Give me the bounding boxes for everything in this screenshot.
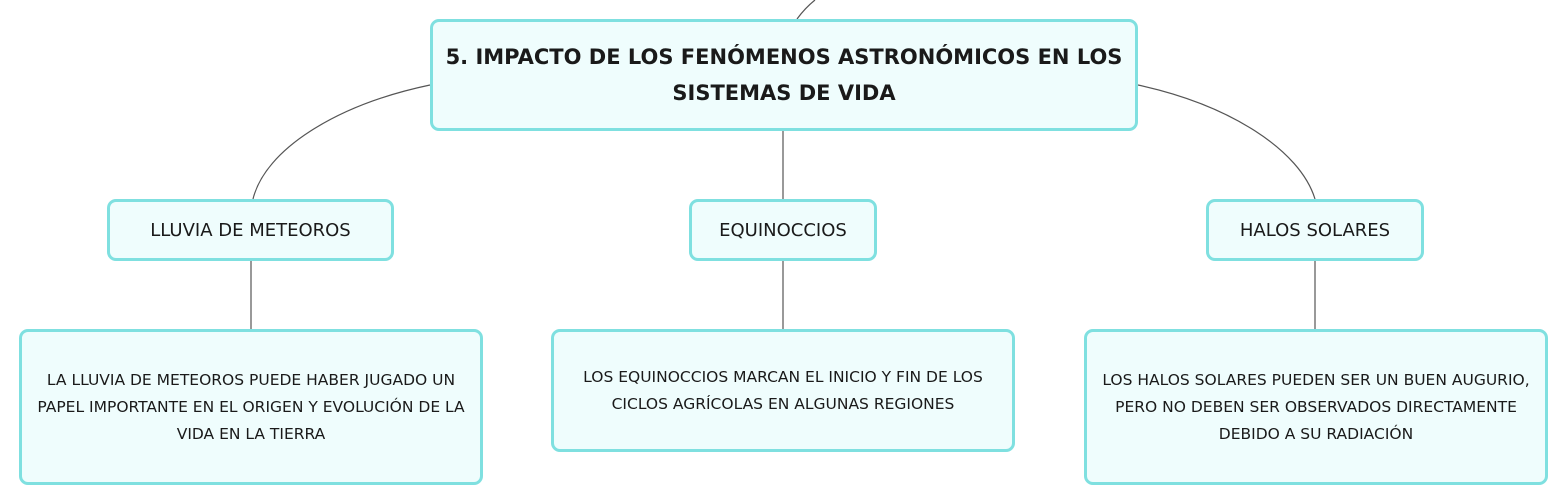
connector-root-to-halos: [1137, 84, 1316, 200]
detail-node-equinoccios[interactable]: LOS EQUINOCCIOS MARCAN EL INICIO Y FIN D…: [551, 329, 1015, 452]
detail-node-lluvia-de-meteoros[interactable]: LA LLUVIA DE METEOROS PUEDE HABER JUGADO…: [19, 329, 483, 485]
topic-node-equinoccios[interactable]: EQUINOCCIOS: [689, 199, 877, 261]
detail-text: LA LLUVIA DE METEOROS PUEDE HABER JUGADO…: [37, 370, 465, 443]
detail-text: LOS EQUINOCCIOS MARCAN EL INICIO Y FIN D…: [583, 367, 983, 413]
root-topic-node[interactable]: 5. IMPACTO DE LOS FENÓMENOS ASTRONÓMICOS…: [430, 19, 1138, 131]
topic-node-lluvia-de-meteoros[interactable]: LLUVIA DE METEOROS: [107, 199, 394, 261]
root-topic-title: 5. IMPACTO DE LOS FENÓMENOS ASTRONÓMICOS…: [445, 45, 1123, 105]
topic-label: EQUINOCCIOS: [719, 219, 847, 241]
detail-text: LOS HALOS SOLARES PUEDEN SER UN BUEN AUG…: [1102, 370, 1530, 443]
detail-node-halos-solares[interactable]: LOS HALOS SOLARES PUEDEN SER UN BUEN AUG…: [1084, 329, 1548, 485]
topic-node-halos-solares[interactable]: HALOS SOLARES: [1206, 199, 1424, 261]
connector-parent-to-root: [796, 0, 816, 20]
topic-label: LLUVIA DE METEOROS: [150, 219, 351, 241]
topic-label: HALOS SOLARES: [1239, 219, 1391, 241]
connector-root-to-meteoros: [252, 84, 431, 200]
